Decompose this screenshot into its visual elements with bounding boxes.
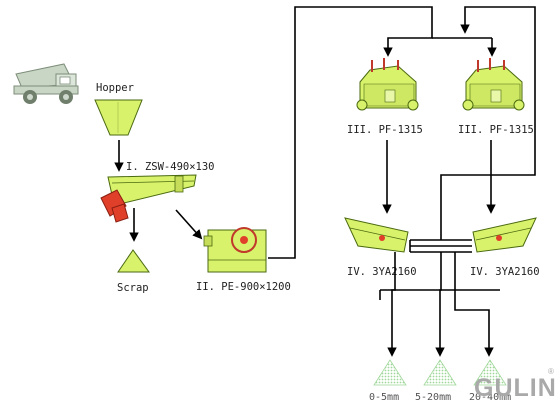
conveyor-jaw-to-impact (268, 6, 433, 259)
brand-logo: GULIN (474, 374, 557, 402)
hopper-icon (94, 99, 143, 136)
stockpile-icon (423, 359, 457, 386)
jaw-crusher-icon (203, 227, 267, 273)
jaw-crusher-label: II. PE-900×1200 (196, 281, 291, 293)
product-label-fine: 0-5mm (369, 392, 399, 402)
output-line-coarse (454, 252, 494, 357)
hopper-label: Hopper (96, 82, 134, 94)
screen-left-label: IV. 3YA2160 (347, 266, 417, 278)
dump-truck-icon (13, 63, 79, 104)
vibrating-screen-icon (344, 217, 409, 253)
stockpile-icon (373, 359, 407, 386)
impact-crusher-icon (462, 58, 525, 111)
feeder-label: I. ZSW-490×130 (126, 161, 215, 173)
screen-right-label: IV. 3YA2160 (470, 266, 540, 278)
stockpile-icon (473, 359, 507, 386)
recirculation-line (440, 6, 536, 240)
product-label-medium: 5-20mm (415, 392, 451, 402)
impact-crusher-left-label: III. PF-1315 (347, 124, 423, 136)
scrap-label: Scrap (117, 282, 149, 294)
output-line-medium (435, 252, 445, 357)
impact-crusher-right-label: III. PF-1315 (458, 124, 534, 136)
vibrating-feeder-icon (100, 174, 197, 223)
vibrating-screen-icon (472, 217, 537, 253)
product-label-coarse: 20-40mm (469, 392, 511, 402)
scrap-pile-icon (117, 249, 150, 273)
arrow-feeder-to-jaw-crusher (175, 209, 203, 240)
brand-registered-mark: ® (548, 367, 554, 376)
impact-crusher-icon (356, 58, 419, 111)
